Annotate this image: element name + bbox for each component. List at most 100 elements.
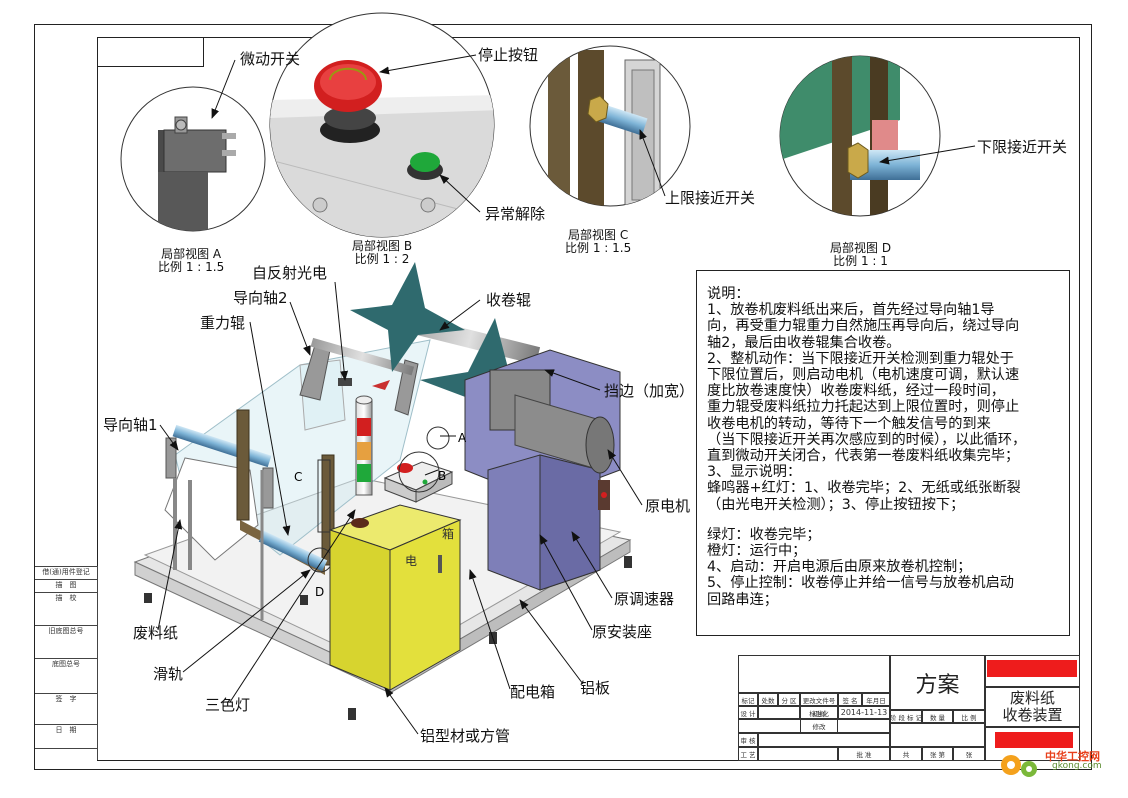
tb-count: 处数 [758,693,778,706]
label-micro-switch: 微动开关 [240,50,301,68]
sidebar-row-base-number: 底图总号 [35,658,97,671]
notes-line: 橙灯：运行中； [707,543,807,560]
control-box-char-1: 电 [405,554,417,568]
tb-mark: 标记 [738,693,758,706]
tb-blank-top [738,655,890,693]
outer-frame [34,24,1092,770]
tb-company [985,655,1080,687]
label-speed-controller: 原调速器 [614,590,675,608]
caption-view-d: 局部视图 D 比例 1 : 1 [830,242,891,268]
notes-line: 1、放卷机废料纸出来后，首先经过导向轴1导 [707,302,995,319]
tb-ymd: 年月日 [862,693,890,706]
notes-line: （由光电开关检测）；3、停止按钮按下； [707,496,965,513]
tb-sign: 签 名 [838,693,862,706]
caption-view-b: 局部视图 B 比例 1 : 2 [352,240,412,266]
notes-line: 轴2，最后由收卷辊集合收卷。 [707,334,901,351]
tb-sheet-end: 张 [953,747,985,761]
leader-lines [157,54,976,735]
notes-line: 5、停止控制：收卷停止并给一信号与放卷机启动 [707,575,1014,592]
label-al-profile: 铝型材或方管 [420,727,511,745]
tb-process: 工 艺 [738,747,758,761]
record-sidebar: 借(通)用件登记 描 图 描 校 旧底图总号 底图总号 签 字 日 期 [35,566,98,760]
callout-b: B [438,469,446,483]
callout-letters: A B C D [294,431,467,599]
detail-view-c [529,45,691,207]
redacted-company-bar [987,660,1077,677]
detail-view-d [779,55,941,217]
sidebar-row-sign: 签 字 [35,693,97,706]
notes-line: 重力辊受废料纸拉力托起达到上限位置时，则停止 [707,399,1020,416]
sidebar-row-trace-check: 描 校 [35,592,97,607]
sidebar-row-trace: 描 图 [35,579,97,592]
label-control-box: 配电箱 [510,683,556,701]
callout-c: C [294,470,302,484]
notes-line: 2、整机动作：当下限接近开关检测到重力辊处于 [707,350,1014,367]
sidebar-row-date: 日 期 [35,724,97,737]
label-wind-roller: 收卷辊 [486,291,532,309]
tb-stage-mark: 阶 段 标 记 [890,710,922,723]
control-box-char-2: 箱 [442,526,454,541]
tb-design: 设 计 [738,706,758,719]
tb-drawing-name: 废料纸 收卷装置 [985,687,1080,727]
label-reset: 异常解除 [485,205,546,223]
label-waste-paper: 废料纸 [133,624,179,642]
tb-total: 共 [890,747,922,761]
notes-gap [707,513,1063,527]
notes-line: 4、启动：开启电源后由原来放卷机控制； [707,559,972,576]
notes-line: 说明： [707,286,750,302]
sidebar-row-register: 借(通)用件登记 [35,566,97,579]
title-block: 标记 处数 分 区 更改文件号 签 名 年月日 设 计 标准化 审 核 工 艺 … [738,655,1080,761]
top-left-code-box [97,37,204,67]
tb-initial: 初拟 [800,706,838,719]
notes-line: 绿灯：收卷完毕； [707,526,821,543]
label-tricolor-lamp: 三色灯 [205,696,251,714]
detail-view-a [120,86,266,232]
tb-approve: 批 准 [838,747,890,761]
tb-name-line-1: 废料纸 [1009,689,1055,707]
tb-change-doc: 更改文件号 [800,693,838,706]
tb-review: 审 核 [738,733,758,747]
tb-drawing-number [985,727,1080,761]
label-guide-shaft-1: 导向轴1 [103,416,158,434]
tb-revise: 修改 [800,719,838,733]
caption-view-b-scale: 比例 1 : 2 [354,252,410,266]
label-al-plate: 铝板 [580,679,611,697]
main-assembly: 电 箱 [133,262,632,720]
tb-review-blank [758,733,890,747]
tb-name-line-2: 收卷装置 [1002,706,1063,724]
tb-stage-values [890,723,985,747]
notes-line: 度比放卷速度快）收卷废料纸，经过一段时间， [707,383,1005,400]
label-gravity-roller: 重力辊 [200,314,246,332]
label-reflect-sensor: 自反射光电 [252,264,328,282]
caption-view-a-scale: 比例 1 : 1.5 [158,260,225,274]
watermark-url: gkong.com [1052,761,1102,771]
label-guide-shaft-2: 导向轴2 [233,289,288,307]
tb-designer [758,706,800,719]
caption-view-b-title: 局部视图 B [352,239,413,253]
notes-line: 下限位置后，则启动电机（电机速度可调，默认速 [707,367,1020,384]
redacted-number-bar [995,732,1073,748]
caption-view-d-scale: 比例 1 : 1 [833,254,888,268]
tb-zone: 分 区 [778,693,800,706]
sidebar-row-end [35,748,97,761]
caption-view-c: 局部视图 C 比例 1 : 1.5 [565,229,631,255]
callout-a: A [458,431,467,445]
notes-line: 向，再受重力辊重力自然施压再导向后，绕过导向 [707,318,1020,335]
tb-scheme: 方案 [890,655,985,710]
label-stop-button: 停止按钮 [478,46,539,64]
caption-view-c-title: 局部视图 C [568,228,629,242]
notes-line: 回路串连； [707,591,778,608]
gear-logo-icon [1001,755,1037,777]
label-mount: 原安装座 [592,623,653,641]
tb-scale: 比 例 [953,710,985,723]
label-lower-sensor: 下限接近开关 [977,138,1068,156]
sidebar-row-old-number: 旧底图总号 [35,625,97,638]
label-upper-sensor: 上限接近开关 [665,189,756,207]
watermark-site: 中华工控网 [1045,750,1100,763]
tb-date: 2014-11-13 [838,706,890,719]
notes-line: 收卷电机的转动，等待下一个触发信号的到来 [707,415,991,432]
caption-view-a-title: 局部视图 A [161,247,222,261]
caption-view-a: 局部视图 A 比例 1 : 1.5 [158,248,224,274]
caption-view-d-title: 局部视图 D [830,241,892,255]
